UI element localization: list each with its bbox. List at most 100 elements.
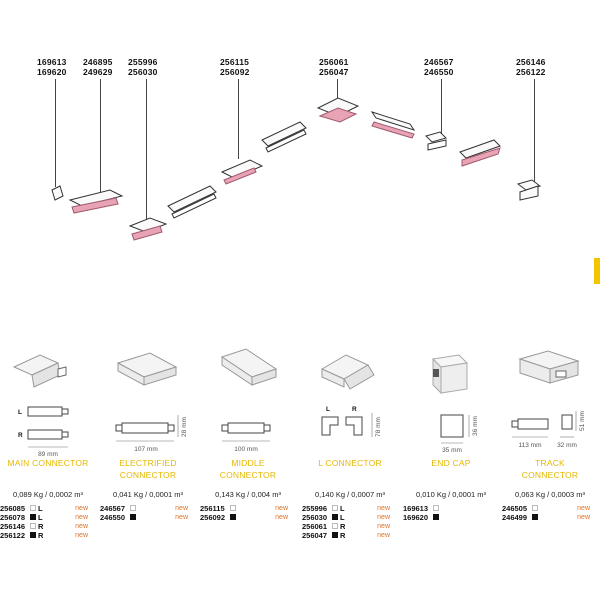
white-swatch: [332, 523, 338, 529]
track-segment-part: [459, 139, 501, 167]
side-label-l: L: [18, 409, 22, 416]
product-weight: 0,063 Kg / 0,0003 m³: [514, 490, 586, 499]
middle-connector-dimension-drawing: 100 mm: [221, 422, 271, 453]
l-connector-image: [320, 354, 375, 390]
end-cap-image: [431, 354, 469, 395]
height-dimension: 78 mm: [375, 417, 382, 437]
main-connector-part: [68, 189, 124, 214]
track-segment-part: [261, 121, 307, 153]
white-swatch: [30, 523, 36, 529]
width-dimension: 107 mm: [134, 446, 157, 453]
product-title: MAIN CONNECTOR: [7, 458, 89, 468]
product-weight: 0,143 Kg / 0,004 m³: [215, 490, 281, 499]
page-accent-tab: [594, 258, 600, 284]
main-connector-dimension-drawing: L R 89 mm: [18, 406, 69, 458]
black-swatch: [332, 532, 338, 538]
middle-connector-image: [220, 348, 278, 386]
width-dimension: 113 mm: [519, 442, 542, 449]
leader-line: [55, 79, 56, 187]
leader-line: [100, 79, 101, 197]
white-swatch: [332, 505, 338, 511]
white-swatch: [130, 505, 136, 511]
width-dimension: 35 mm: [442, 447, 462, 454]
product-weight: 0,140 Kg / 0,0007 m³: [314, 490, 386, 499]
main-connector-image: [12, 354, 67, 388]
white-swatch: [230, 505, 236, 511]
black-swatch: [230, 514, 236, 520]
product-weight: 0,041 Kg / 0,0001 m³: [112, 490, 184, 499]
width-dimension: 100 mm: [234, 446, 257, 453]
width-dimension: 89 mm: [38, 451, 58, 458]
l-connector-part: [128, 217, 168, 241]
electrified-connector-image: [116, 352, 178, 386]
product-title: L CONNECTOR: [318, 458, 382, 468]
black-swatch: [433, 514, 439, 520]
end-cap-part: [51, 185, 64, 201]
middle-connector-part: [220, 159, 264, 185]
l-connector-part: [316, 97, 360, 123]
product-code-list: 169613 169620: [403, 504, 499, 522]
white-swatch: [433, 505, 439, 511]
black-swatch: [30, 532, 36, 538]
leader-line: [238, 79, 239, 159]
track-connector-image: [518, 350, 580, 384]
track-segment-part: [167, 185, 217, 219]
leader-line: [534, 79, 535, 182]
height-dimension: 36 mm: [472, 416, 479, 436]
product-title: END CAP: [431, 458, 471, 468]
product-end-cap: 36 mm 35 mm END CAP 0,010 Kg / 0,0001 m³…: [403, 345, 499, 605]
leader-line: [441, 79, 442, 134]
l-connector-dimension-drawing: L R 78 mm: [321, 406, 382, 437]
product-main-connector: L R 89 mm MAIN CONNECTOR 0,089 Kg / 0,00…: [0, 345, 96, 605]
white-swatch: [532, 505, 538, 511]
height-dimension: 51 mm: [579, 411, 586, 431]
track-connector-dimension-drawing: 51 mm 113 mm 32 mm: [511, 411, 586, 449]
product-code-row: 169620: [403, 513, 499, 522]
depth-dimension: 32 mm: [557, 442, 577, 449]
side-label-r: R: [352, 406, 357, 413]
white-swatch: [30, 505, 36, 511]
height-dimension: 28 mm: [181, 417, 188, 437]
side-label-l: L: [326, 406, 330, 413]
track-segment-part: [370, 111, 416, 139]
black-swatch: [130, 514, 136, 520]
product-weight: 0,089 Kg / 0,0002 m³: [12, 490, 84, 499]
black-swatch: [532, 514, 538, 520]
leader-line: [146, 79, 147, 221]
end-cap-dimension-drawing: 36 mm 35 mm: [440, 414, 479, 454]
black-swatch: [30, 514, 36, 520]
black-swatch: [332, 514, 338, 520]
product-code-row: 169613: [403, 504, 499, 513]
end-cap-part: [516, 179, 542, 201]
